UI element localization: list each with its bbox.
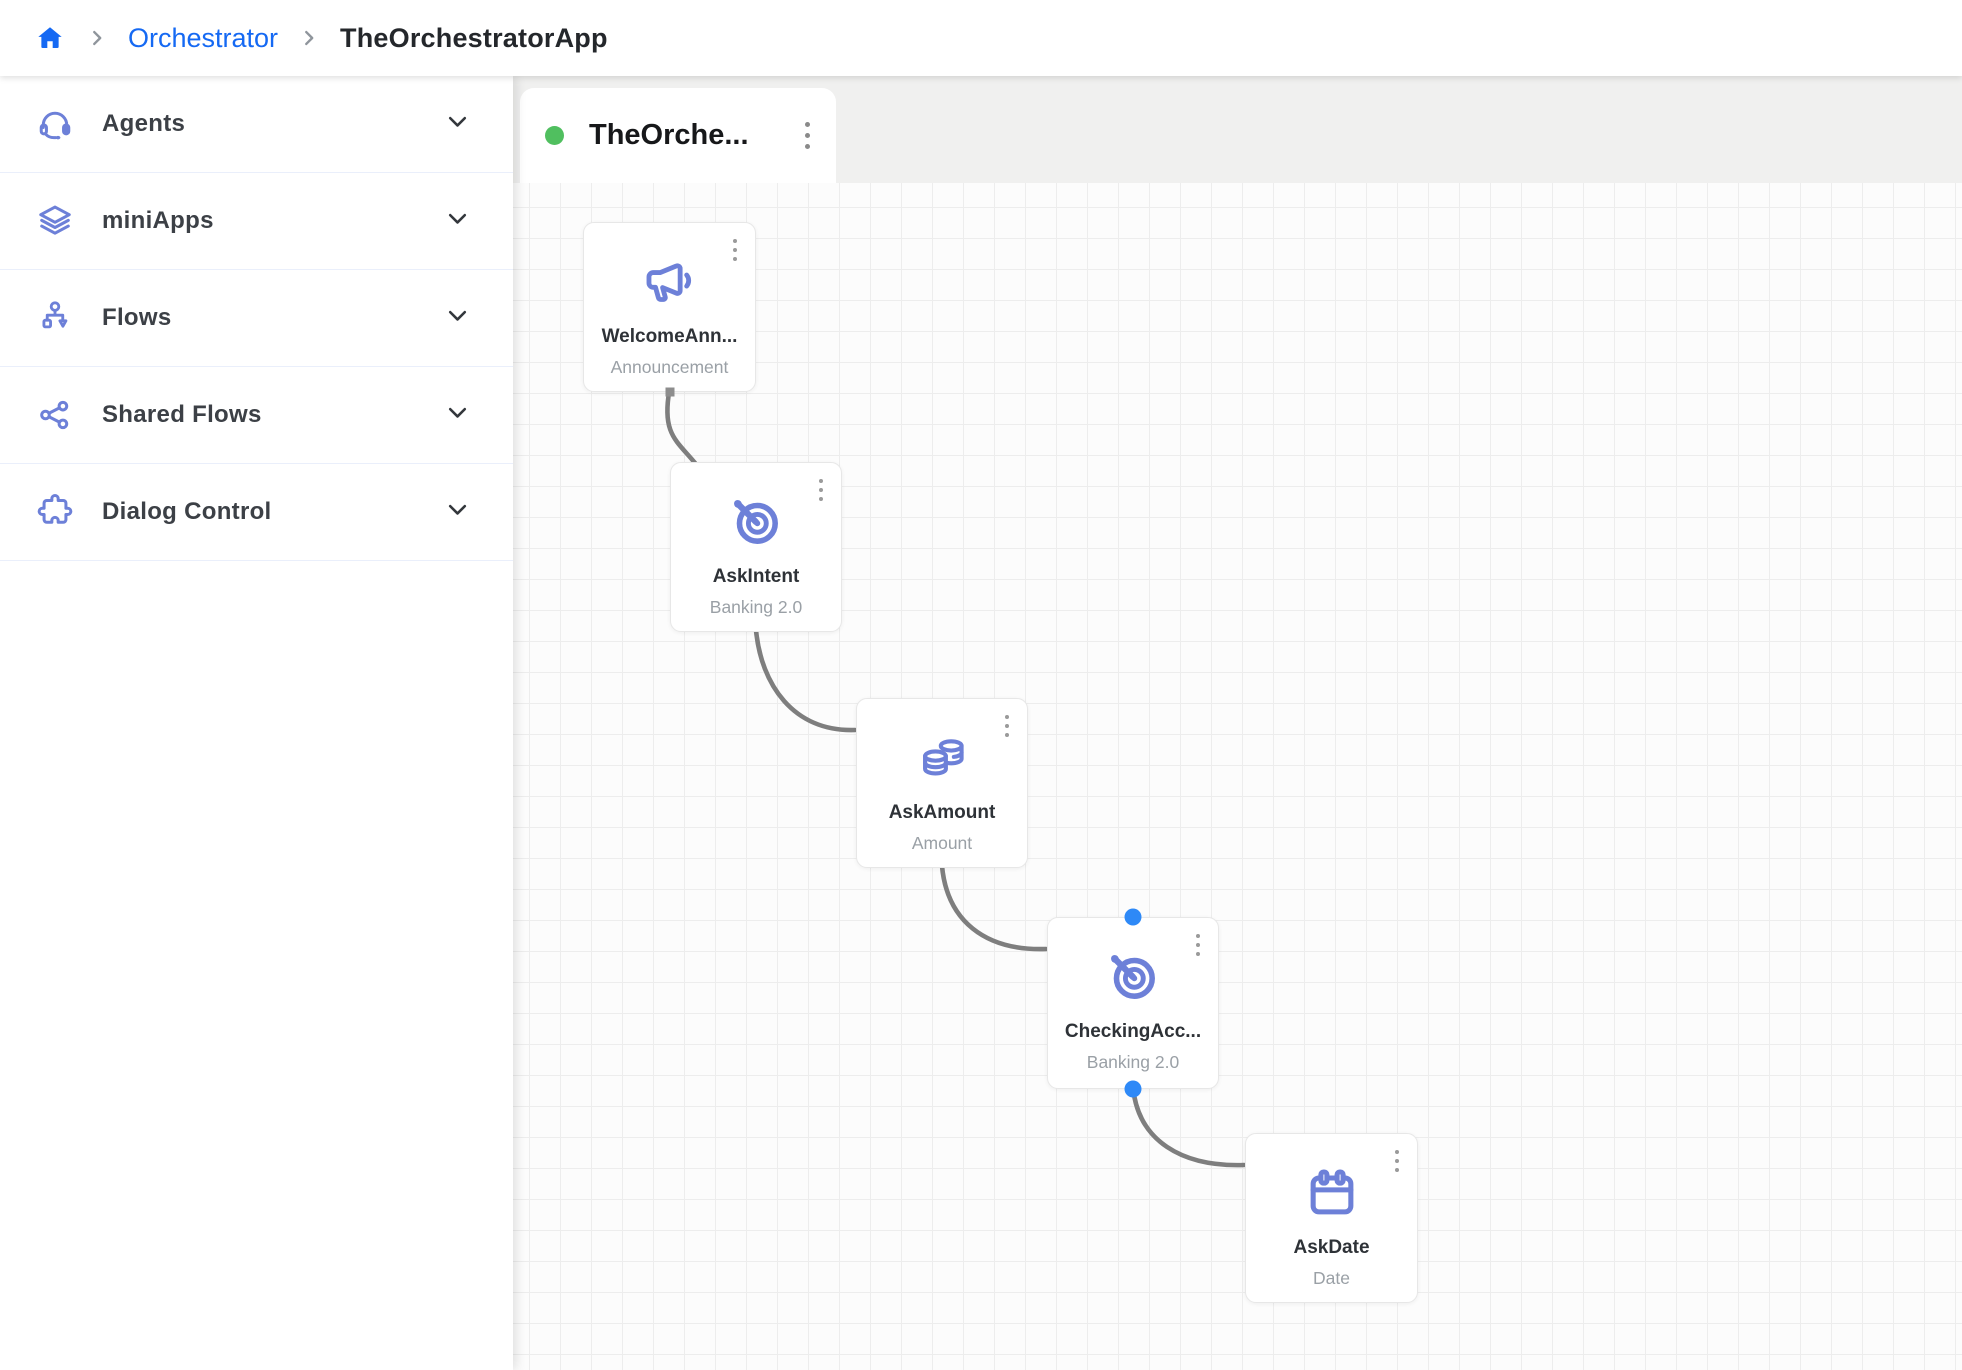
breadcrumb-orchestrator-link[interactable]: Orchestrator <box>128 22 279 53</box>
puzzle-icon <box>36 493 74 531</box>
node-kebab-menu-icon[interactable] <box>1389 1144 1405 1178</box>
chevron-down-icon <box>444 496 471 528</box>
sidebar-item-label: Dialog Control <box>102 498 272 525</box>
sidebar-item-dialog-control[interactable]: Dialog Control <box>0 464 513 561</box>
node-kebab-menu-icon[interactable] <box>727 233 743 267</box>
sidebar-item-label: miniApps <box>102 207 214 234</box>
chevron-down-icon <box>444 108 471 140</box>
sidebar-item-shared-flows[interactable]: Shared Flows <box>0 367 513 464</box>
tab-status-dot <box>545 126 564 145</box>
tab-kebab-menu-icon[interactable] <box>799 116 816 155</box>
target-icon <box>1104 948 1162 1006</box>
sidebar-item-label: Flows <box>102 304 172 331</box>
node-title: AskDate <box>1293 1237 1370 1258</box>
connection-port-top-dot-checking[interactable] <box>1124 908 1142 926</box>
node-subtitle: Amount <box>911 833 973 853</box>
node-kebab-menu-icon[interactable] <box>1190 928 1206 962</box>
calendar-icon <box>1303 1164 1361 1222</box>
layers-icon <box>36 202 74 240</box>
flow-node-askdate[interactable]: AskDate Date <box>1245 1133 1418 1303</box>
breadcrumb-bar: Orchestrator TheOrchestratorApp <box>0 0 1962 76</box>
sidebar-item-flows[interactable]: Flows <box>0 270 513 367</box>
node-subtitle: Banking 2.0 <box>709 597 803 617</box>
chevron-right-icon <box>298 27 320 49</box>
node-title: CheckingAcc... <box>1064 1021 1202 1042</box>
flow-icon <box>36 299 74 337</box>
node-kebab-menu-icon[interactable] <box>999 709 1015 743</box>
flow-node-checking[interactable]: CheckingAcc... Banking 2.0 <box>1047 917 1219 1089</box>
node-title: WelcomeAnn... <box>601 326 738 347</box>
flow-node-askintent[interactable]: AskIntent Banking 2.0 <box>670 462 842 632</box>
flow-node-welcome[interactable]: WelcomeAnn... Announcement <box>583 222 756 392</box>
breadcrumb-current-page: TheOrchestratorApp <box>340 22 608 53</box>
share-icon <box>36 396 74 434</box>
chevron-down-icon <box>444 399 471 431</box>
tab-strip: TheOrche... <box>513 76 1962 183</box>
flow-node-askamount[interactable]: AskAmount Amount <box>856 698 1028 868</box>
megaphone-icon <box>641 253 699 311</box>
node-subtitle: Banking 2.0 <box>1086 1052 1180 1072</box>
sidebar-item-agents[interactable]: Agents <box>0 76 513 173</box>
chevron-right-icon <box>86 27 108 49</box>
target-icon <box>727 493 785 551</box>
coins-icon <box>913 729 971 787</box>
connection-port-bottom-square-welcome[interactable] <box>665 387 674 397</box>
tab-theorchestratorapp[interactable]: TheOrche... <box>520 88 836 183</box>
node-subtitle: Date <box>1313 1268 1350 1288</box>
sidebar-item-miniapps[interactable]: miniApps <box>0 173 513 270</box>
chevron-down-icon <box>444 302 471 334</box>
sidebar-item-label: Shared Flows <box>102 401 262 428</box>
headset-icon <box>36 105 74 143</box>
node-title: AskIntent <box>712 566 800 587</box>
home-icon[interactable] <box>36 23 66 53</box>
connection-port-bottom-dot-checking[interactable] <box>1124 1080 1142 1098</box>
node-kebab-menu-icon[interactable] <box>813 473 829 507</box>
sidebar: Agents miniApps Flows Shared Flows Dialo… <box>0 76 513 1370</box>
node-subtitle: Announcement <box>610 357 729 377</box>
sidebar-item-label: Agents <box>102 110 186 137</box>
node-title: AskAmount <box>888 802 996 823</box>
chevron-down-icon <box>444 205 471 237</box>
tab-title: TheOrche... <box>589 119 749 151</box>
